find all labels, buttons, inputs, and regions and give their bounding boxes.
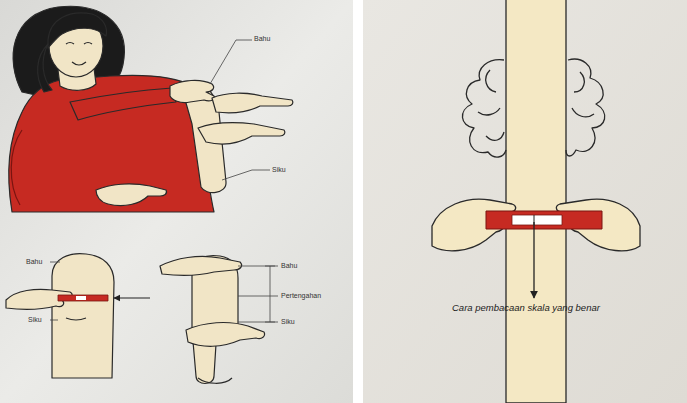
woman-figure	[9, 6, 293, 212]
gap	[353, 0, 363, 403]
reading-arrow	[533, 222, 534, 298]
part-label: Siku	[272, 166, 286, 173]
dimension-lines	[238, 266, 278, 322]
measured-arm	[432, 0, 640, 403]
part-label: Siku	[281, 318, 295, 325]
straight-arm	[6, 254, 114, 378]
leader-lines	[50, 262, 60, 320]
pointer-arrow	[114, 297, 150, 298]
leader-lines	[210, 40, 270, 180]
right-panel	[363, 0, 687, 403]
part-label: Siku	[28, 316, 42, 323]
bent-arm	[160, 256, 265, 384]
part-label: Bahu	[254, 35, 270, 42]
figure-caption: Cara pembacaan skala yang benar	[452, 303, 600, 313]
left-panel	[0, 0, 353, 403]
part-label: Bahu	[281, 262, 297, 269]
part-label: Bahu	[26, 258, 42, 265]
part-label: Pertengahan	[281, 292, 321, 299]
